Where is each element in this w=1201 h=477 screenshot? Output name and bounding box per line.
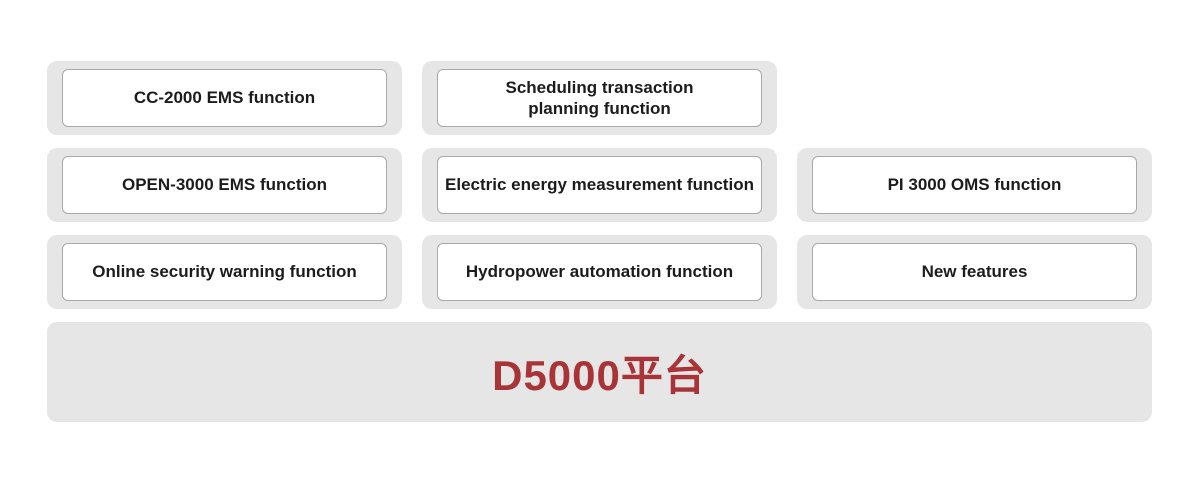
- function-box: Electric energy measurement function: [422, 148, 777, 222]
- function-box: CC-2000 EMS function: [47, 61, 402, 135]
- function-box: PI 3000 OMS function: [797, 148, 1152, 222]
- platform-bar: D5000平台: [47, 322, 1152, 422]
- function-box: New features: [797, 235, 1152, 309]
- function-box: Hydropower automation function: [422, 235, 777, 309]
- function-box: OPEN-3000 EMS function: [47, 148, 402, 222]
- empty-cell: [797, 61, 1152, 135]
- function-box-label: Online security warning function: [62, 243, 387, 301]
- function-box-label: Electric energy measurement function: [437, 156, 762, 214]
- function-box-label: Hydropower automation function: [437, 243, 762, 301]
- function-grid: CC-2000 EMS function Scheduling transact…: [47, 61, 1152, 422]
- function-box-label: CC-2000 EMS function: [62, 69, 387, 127]
- function-box: Scheduling transaction planning function: [422, 61, 777, 135]
- function-box-label: PI 3000 OMS function: [812, 156, 1137, 214]
- function-box-label: Scheduling transaction planning function: [437, 69, 762, 127]
- function-box-label: New features: [812, 243, 1137, 301]
- platform-label: D5000平台: [492, 351, 707, 399]
- function-box-label: OPEN-3000 EMS function: [62, 156, 387, 214]
- function-box: Online security warning function: [47, 235, 402, 309]
